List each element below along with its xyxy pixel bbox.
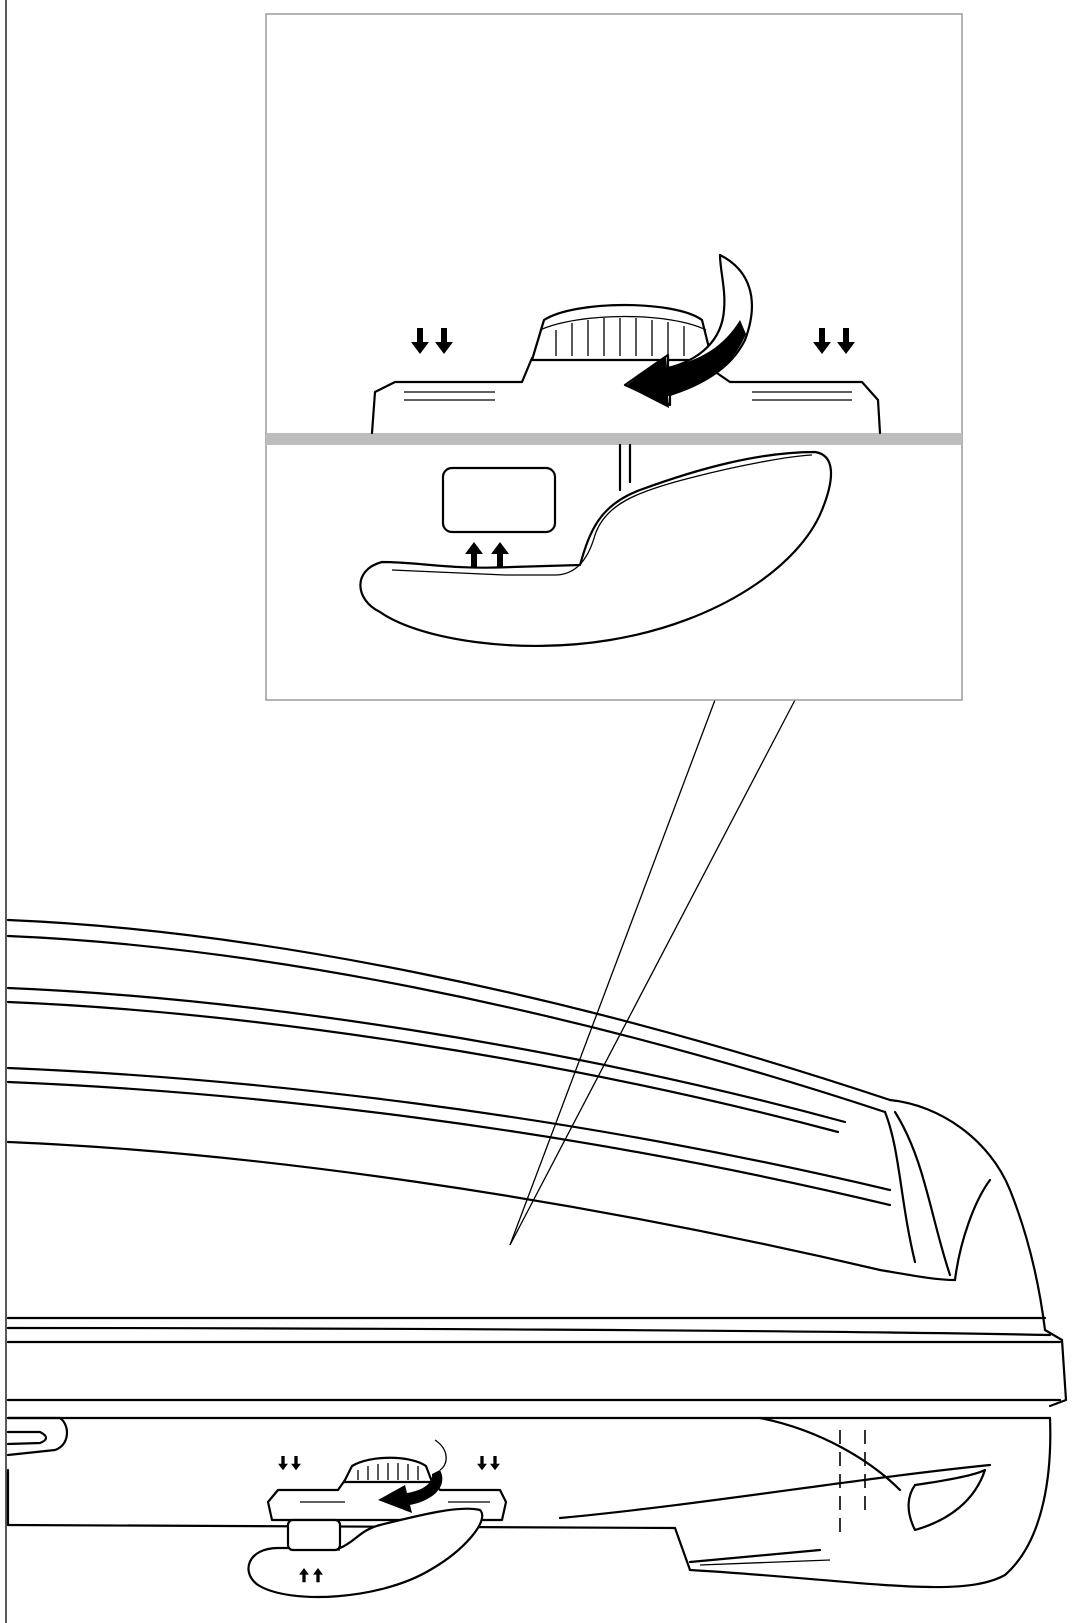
small-lever-handle-icon xyxy=(247,1507,484,1599)
small-knob-icon xyxy=(342,1456,434,1484)
small-rotate-arrow-icon xyxy=(378,1439,447,1513)
knob-icon xyxy=(530,303,714,362)
callout-leader xyxy=(509,699,796,1246)
rotate-arrow-icon xyxy=(623,253,753,408)
inset-divider xyxy=(266,433,962,445)
small-mount-clamp xyxy=(247,1439,508,1599)
roof-box xyxy=(6,918,1068,1589)
lever-handle-icon xyxy=(359,443,833,647)
detail-inset xyxy=(265,13,963,701)
